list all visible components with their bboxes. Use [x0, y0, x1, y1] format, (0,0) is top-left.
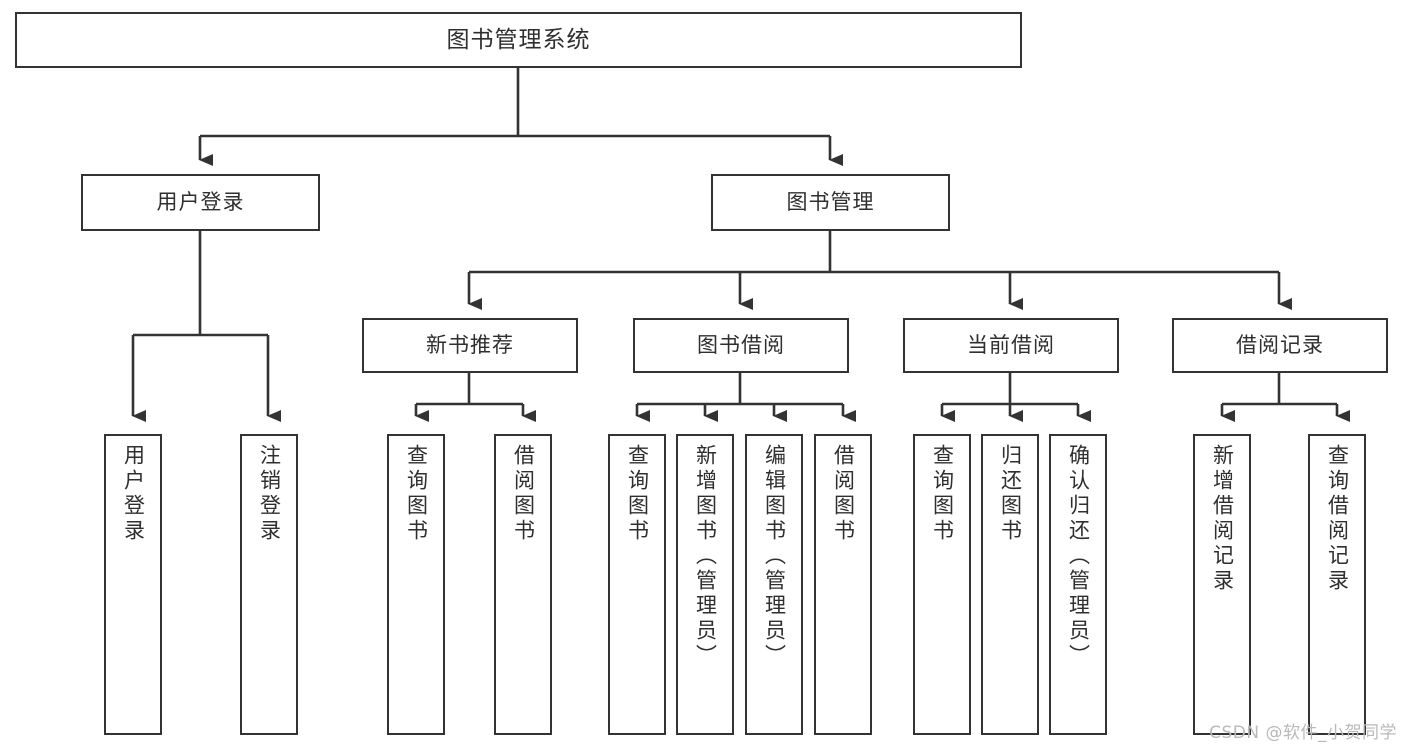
node-book-manage[interactable]: 图书管理	[711, 174, 950, 231]
node-label: 新增图书（管理员）	[693, 444, 718, 669]
node-leaf-user-login[interactable]: 用户登录	[104, 434, 162, 735]
node-leaf-add-book[interactable]: 新增图书（管理员）	[676, 434, 734, 735]
node-label: 注销登录	[257, 444, 282, 544]
node-new-book-recommend[interactable]: 新书推荐	[362, 318, 578, 373]
node-label: 查询图书	[625, 444, 650, 544]
node-label: 图书管理	[786, 189, 875, 214]
node-label: 查询图书	[404, 444, 429, 544]
node-label: 当前借阅	[967, 332, 1055, 357]
node-label: 借阅记录	[1236, 332, 1324, 357]
node-user-login[interactable]: 用户登录	[81, 174, 320, 231]
node-leaf-return-book[interactable]: 归还图书	[981, 434, 1039, 735]
node-leaf-borrow-book-2[interactable]: 借阅图书	[814, 434, 872, 735]
node-label: 归还图书	[998, 444, 1023, 544]
node-borrow-record[interactable]: 借阅记录	[1172, 318, 1388, 373]
node-root-system[interactable]: 图书管理系统	[15, 12, 1022, 68]
node-book-borrow[interactable]: 图书借阅	[633, 318, 849, 373]
node-leaf-add-record[interactable]: 新增借阅记录	[1193, 434, 1251, 735]
node-label: 用户登录	[121, 444, 146, 544]
node-label: 编辑图书（管理员）	[762, 444, 787, 669]
node-leaf-logout-login[interactable]: 注销登录	[240, 434, 298, 735]
node-label: 新增借阅记录	[1210, 444, 1235, 594]
node-label: 查询借阅记录	[1325, 444, 1350, 594]
node-leaf-query-book-1[interactable]: 查询图书	[387, 434, 445, 735]
node-label: 确认归还（管理员）	[1066, 444, 1091, 669]
node-label: 借阅图书	[511, 444, 536, 544]
node-label: 用户登录	[156, 189, 245, 214]
node-leaf-query-record[interactable]: 查询借阅记录	[1308, 434, 1366, 735]
node-label: 图书管理系统	[446, 26, 591, 53]
node-leaf-confirm-return[interactable]: 确认归还（管理员）	[1049, 434, 1107, 735]
node-current-borrow[interactable]: 当前借阅	[903, 318, 1119, 373]
node-leaf-query-book-2[interactable]: 查询图书	[608, 434, 666, 735]
node-leaf-edit-book[interactable]: 编辑图书（管理员）	[745, 434, 803, 735]
node-leaf-borrow-book-1[interactable]: 借阅图书	[494, 434, 552, 735]
csdn-watermark: CSDN @软件_小贺同学	[1209, 723, 1397, 743]
node-label: 查询图书	[930, 444, 955, 544]
node-leaf-query-book-3[interactable]: 查询图书	[913, 434, 971, 735]
node-label: 图书借阅	[697, 332, 785, 357]
node-label: 新书推荐	[426, 332, 514, 357]
node-label: 借阅图书	[831, 444, 856, 544]
